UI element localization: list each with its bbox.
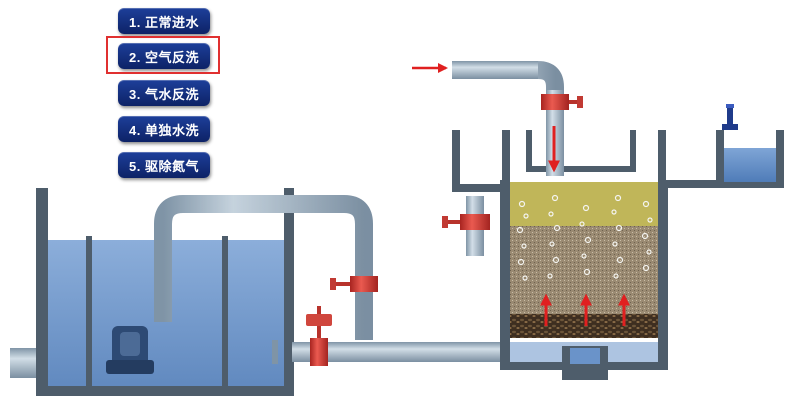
basin-right-wall <box>284 188 294 396</box>
clear-well-water <box>724 148 776 182</box>
step-button-water-only-wash[interactable]: 4. 单独水洗 <box>118 116 210 142</box>
center-trough-left <box>526 130 532 172</box>
filter-gravel-layer <box>510 314 658 338</box>
step-label: 1. 正常进水 <box>129 14 199 30</box>
level-gauge-icon <box>722 104 738 130</box>
step-label: 3. 气水反洗 <box>129 86 199 102</box>
step-label: 5. 驱除氮气 <box>129 158 199 174</box>
step-label: 2. 空气反洗 <box>129 49 199 65</box>
step-button-normal-inflow[interactable]: 1. 正常进水 <box>118 8 210 34</box>
step-button-air-backwash[interactable]: 2. 空气反洗 <box>118 43 210 69</box>
step-button-nitrogen-purge[interactable]: 5. 驱除氮气 <box>118 152 210 178</box>
basin-floor <box>36 386 294 396</box>
basin-divider-1 <box>86 236 92 388</box>
valve-air[interactable] <box>541 94 583 110</box>
step-label: 4. 单独水洗 <box>129 122 199 138</box>
center-trough-right <box>630 130 636 172</box>
valve-drain[interactable] <box>442 214 490 230</box>
air-bubbles <box>516 194 653 281</box>
air-inlet-pipe <box>452 61 564 176</box>
valve-siphon[interactable] <box>330 276 378 292</box>
step-button-air-water-backwash[interactable]: 3. 气水反洗 <box>118 80 210 106</box>
filter-right-wall <box>658 180 668 366</box>
left-trough-wall-inner <box>502 130 510 184</box>
filter-sand-layer <box>510 226 658 314</box>
pipe-flange-left <box>272 340 278 364</box>
basin-divider-2 <box>222 236 228 388</box>
valve-inlet[interactable] <box>306 306 332 366</box>
filter-freeboard <box>510 182 658 226</box>
center-trough-floor <box>526 166 636 172</box>
connecting-pipe <box>292 342 506 362</box>
siphon-pipe <box>154 195 373 340</box>
basin-left-wall <box>36 188 48 396</box>
left-trough-wall-outer <box>452 130 460 190</box>
right-trough-wall <box>658 130 666 184</box>
clear-well-right-wall <box>776 130 784 188</box>
submersible-pump-icon <box>106 326 154 374</box>
clear-well-left-wall <box>716 130 724 188</box>
left-trough-floor <box>452 184 510 192</box>
filter-left-wall <box>500 180 510 366</box>
